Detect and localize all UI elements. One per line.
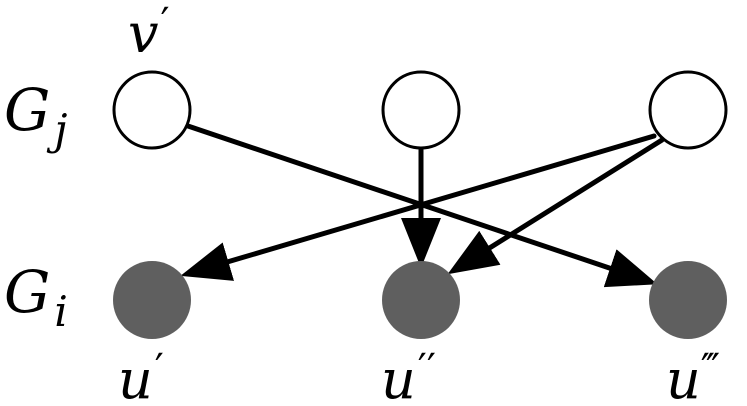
row-label-gj-main: G [4,76,50,144]
row-label-gi-sub: i [54,287,67,336]
label-utripleprime: u′′′ [666,346,720,406]
edge-vprime-to-u3 [179,121,658,288]
node-uprime [113,261,191,339]
node-udoubleprime [382,261,460,339]
label-uprime: u′ [118,346,164,406]
label-udoubleprime: u′′ [381,346,436,406]
label-udoubleprime-prime: ′′ [418,346,436,392]
node-top-right [648,70,728,150]
label-vprime-prime: ′ [161,0,170,46]
label-uprime-prime: ′ [155,346,164,392]
top-row-nodes [112,70,728,150]
node-top-middle [381,70,461,150]
label-uprime-main: u [118,348,153,406]
row-label-gj: Gj [4,76,67,154]
label-vprime-main: v [128,2,159,65]
node-utripleprime [649,261,727,339]
label-utripleprime-prime: ′′′ [701,346,720,392]
label-udoubleprime-main: u [381,348,416,406]
label-vprime: v′ [128,0,170,65]
label-utripleprime-main: u [666,348,701,406]
node-vprime [112,70,192,150]
edges [179,121,665,288]
row-label-gi-main: G [4,258,50,326]
row-label-gi: Gi [4,258,68,336]
edge-topright-to-u2 [447,137,665,275]
bottom-row-nodes [113,261,727,339]
